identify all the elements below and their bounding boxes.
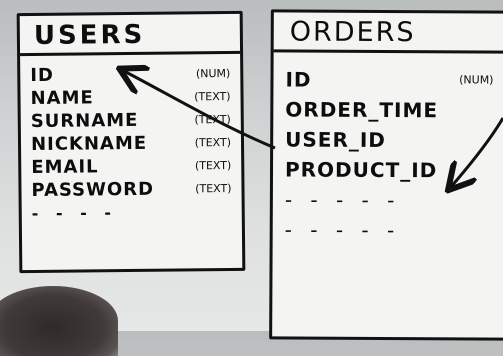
field-type: (TEXT) [194, 112, 231, 127]
users-fields: ID (NUM) NAME (TEXT) SURNAME (TEXT) NICK… [30, 62, 232, 225]
orders-table: ORDERS ID (NUM) ORDER_TIME USER_ID PRODU… [269, 9, 503, 341]
field-name: ID [30, 64, 55, 87]
users-table-title: USERS [19, 13, 241, 57]
users-table: USERS ID (NUM) NAME (TEXT) SURNAME (TEXT… [16, 10, 246, 274]
field-type: (NUM) [459, 73, 494, 87]
field-type: (TEXT) [194, 135, 232, 150]
users-field-nickname: NICKNAME (TEXT) [31, 131, 231, 156]
field-type: (TEXT) [194, 89, 231, 104]
field-name: PASSWORD [31, 178, 155, 202]
field-name: ORDER_TIME [285, 97, 439, 123]
users-field-surname: SURNAME (TEXT) [31, 108, 231, 133]
field-type: (NUM) [195, 66, 231, 81]
field-name: EMAIL [31, 156, 99, 179]
field-name: USER_ID [285, 127, 386, 152]
orders-table-title: ORDERS [273, 12, 503, 54]
users-field-id: ID (NUM) [30, 62, 230, 87]
person-head-silhouette [0, 286, 118, 356]
orders-more-fields-2: - - - - - [284, 217, 401, 243]
field-name: SURNAME [30, 109, 139, 133]
field-name: NAME [30, 87, 94, 110]
orders-more-fields-1: - - - - - [284, 187, 401, 213]
orders-field-product-id: PRODUCT_ID [285, 154, 493, 185]
whiteboard: USERS ID (NUM) NAME (TEXT) SURNAME (TEXT… [0, 9, 503, 356]
field-name: PRODUCT_ID [284, 157, 438, 183]
field-type: (TEXT) [194, 158, 232, 173]
users-more-fields: - - - - [31, 203, 118, 224]
field-type: (TEXT) [195, 181, 232, 196]
field-name: NICKNAME [30, 132, 148, 156]
orders-field-id: ID (NUM) [285, 64, 493, 95]
field-name: ID [285, 67, 312, 92]
orders-field-user-id: USER_ID [285, 124, 493, 155]
users-field-name: NAME (TEXT) [30, 85, 230, 110]
users-field-email: EMAIL (TEXT) [31, 154, 231, 179]
users-field-password: PASSWORD (TEXT) [31, 177, 231, 202]
orders-field-order-time: ORDER_TIME [285, 94, 493, 125]
orders-fields: ID (NUM) ORDER_TIME USER_ID PRODUCT_ID -… [285, 64, 494, 245]
